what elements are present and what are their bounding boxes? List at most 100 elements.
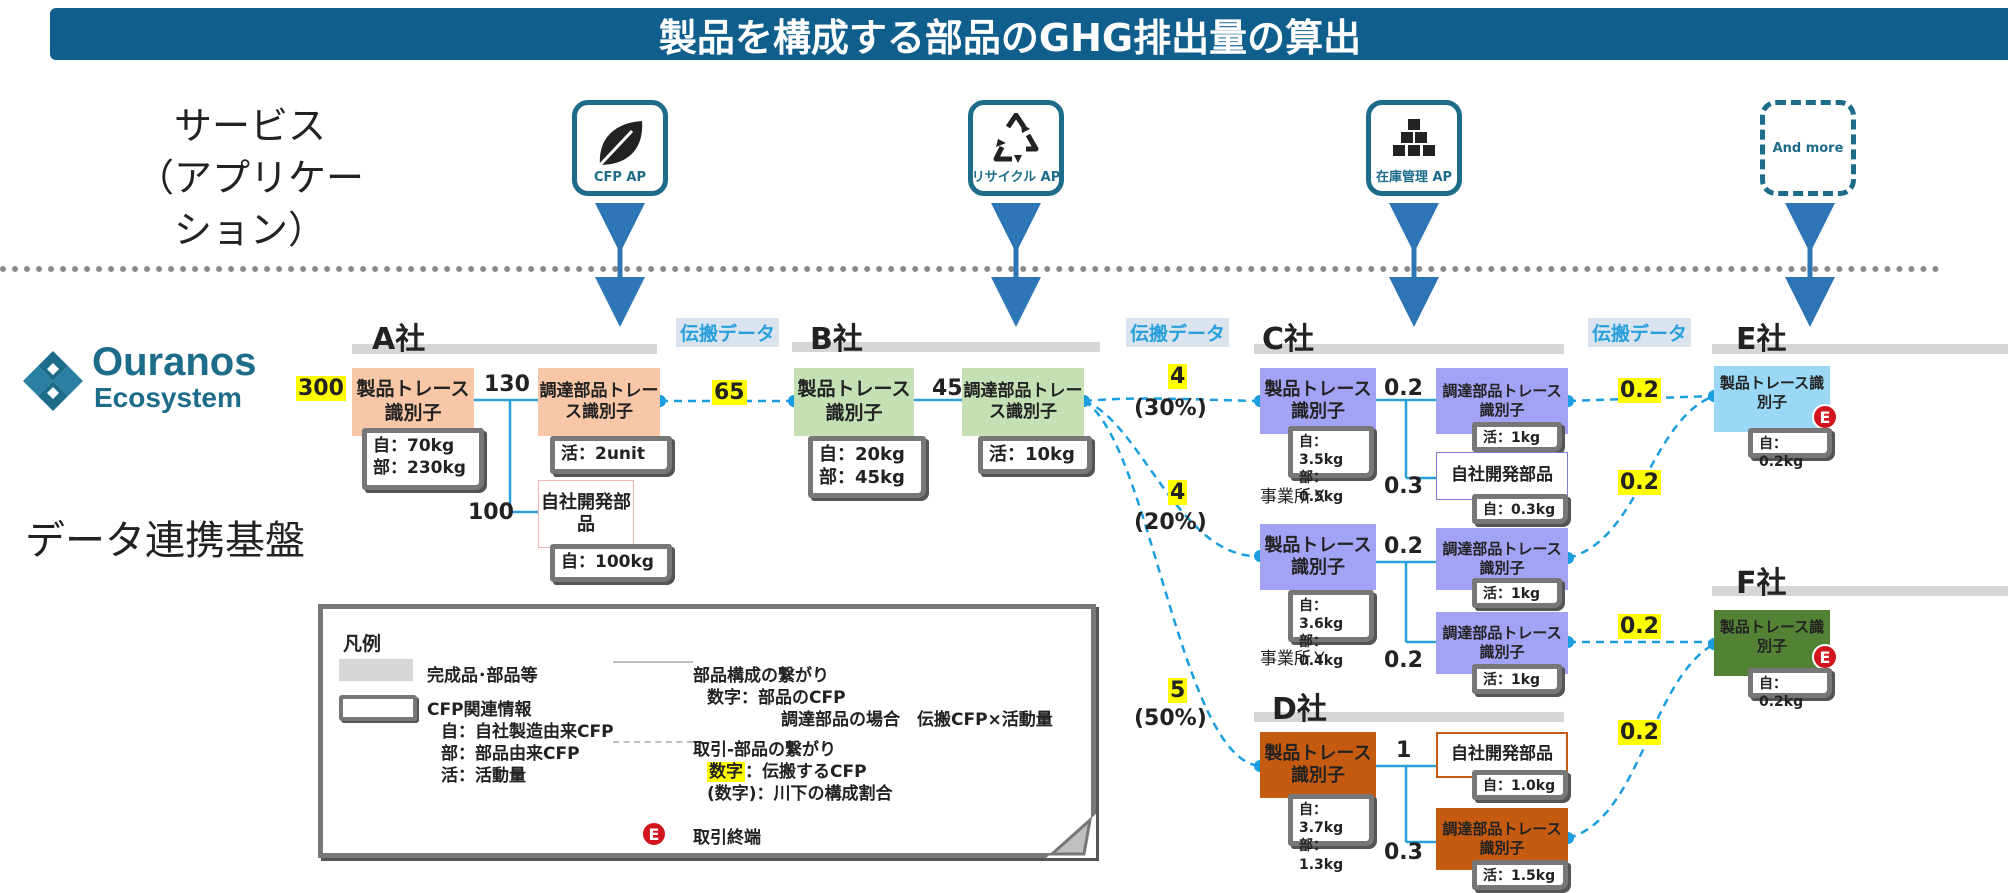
- e-trade-terminal-badge: E: [1812, 404, 1838, 430]
- legend-trade-num-text: ：伝搬するCFP: [745, 762, 867, 782]
- c-site-y-label: 事業所Ｙ: [1260, 649, 1328, 669]
- c-y-n2: 0.2: [1384, 648, 1423, 673]
- f-product-trace-id[interactable]: 製品トレース識別子: [1714, 610, 1830, 676]
- inventory-app-caption: 在庫管理 AP: [1375, 170, 1453, 185]
- b-n65: 65: [712, 380, 747, 405]
- a-own-part-cfp-own: 自：100kg: [561, 552, 654, 572]
- b-product-trace-id[interactable]: 製品トレース識別子: [794, 368, 914, 436]
- legend-bom-num2: 調達部品の場合 伝搬CFP×活動量: [781, 710, 1053, 730]
- company-f-name: F社: [1736, 566, 1787, 601]
- legend-panel: 凡例 完成品･部品等 CFP関連情報 自：自社製造由来CFP 部：部品由来CFP…: [318, 604, 1096, 858]
- company-b-name: B社: [810, 322, 863, 357]
- recycle-app-icon[interactable]: リサイクル AP: [968, 100, 1064, 196]
- flow-b-cx-value: 4: [1168, 364, 1188, 389]
- a-product-trace-id[interactable]: 製品トレース識別子: [352, 368, 474, 436]
- b-product-cfp-info: 自：20kg 部：45kg: [808, 436, 926, 498]
- recycle-app-caption: リサイクル AP: [971, 170, 1061, 185]
- logo-text-ecosystem: Ecosystem: [94, 382, 242, 413]
- f-cfp-own: 自：0.2kg: [1759, 676, 1804, 711]
- propagation-label-ce: 伝搬データ: [1588, 318, 1692, 347]
- c-x-own-part-cfp-info: 自：0.3kg: [1472, 494, 1568, 524]
- c-y-procured-trace-id-2[interactable]: 調達部品トレース識別子: [1436, 612, 1568, 674]
- a-own-part[interactable]: 自社開発部品: [538, 480, 634, 548]
- leaf-icon: [598, 121, 643, 167]
- a-product-cfp-own: 自：70kg: [373, 436, 455, 456]
- c-x-cfp-info: 自：3.5kg 部：0.5kg: [1288, 426, 1374, 505]
- flow-b-cx: 4: [1168, 364, 1188, 389]
- layer-divider: [0, 266, 1940, 272]
- a-product-cfp-part: 部：230kg: [373, 458, 466, 479]
- flow-b-d-value: 5: [1168, 678, 1188, 703]
- c-y-n1: 0.2: [1384, 534, 1423, 559]
- legend-cfp-info: CFP関連情報: [427, 700, 532, 720]
- e-product-trace-id[interactable]: 製品トレース識別子: [1714, 366, 1830, 432]
- cfp-app-icon[interactable]: CFP AP: [572, 100, 668, 196]
- recycle-icon: [993, 113, 1039, 163]
- legend-finished-swatch: [339, 659, 413, 681]
- d-procured-cfp-act: 活：1.5kg: [1483, 868, 1556, 884]
- a-own-part-cfp-info: 自：100kg: [550, 544, 672, 582]
- company-a-name: A社: [372, 322, 426, 357]
- data-platform-label: データ連携基盤: [25, 518, 305, 564]
- a-n130: 130: [484, 372, 530, 397]
- flow-c-e-1: 0.2: [1618, 378, 1661, 403]
- d-product-cfp-info: 自：3.7kg 部：1.3kg: [1288, 794, 1374, 873]
- flow-b-d: 5: [1168, 678, 1188, 703]
- legend-terminal: 取引終端: [693, 828, 761, 848]
- flow-b-cy-value: 4: [1168, 480, 1188, 505]
- d-procured-cfp-info: 活：1.5kg: [1472, 860, 1568, 890]
- propagation-label-ab: 伝搬データ: [676, 318, 780, 347]
- ouranos-logo: Ouranos Ecosystem: [22, 341, 282, 415]
- e-cfp-own: 自：0.2kg: [1759, 436, 1804, 471]
- d-procured-trace-id[interactable]: 調達部品トレース識別子: [1436, 808, 1568, 870]
- d-product-cfp-part: 部：1.3kg: [1299, 838, 1344, 873]
- cfp-app-caption: CFP AP: [593, 170, 647, 185]
- inventory-app-icon[interactable]: 在庫管理 AP: [1366, 100, 1462, 196]
- legend-own: 自：自社製造由来CFP: [441, 722, 614, 742]
- legend-cfp-swatch: [339, 695, 417, 721]
- legend-part: 部：部品由来CFP: [441, 744, 580, 764]
- f-trade-terminal-badge: E: [1812, 644, 1838, 670]
- flow-b-cx-ratio: (30%): [1134, 396, 1207, 421]
- legend-finished: 完成品･部品等: [427, 666, 538, 686]
- company-e-bar: [1712, 344, 2008, 354]
- flow-c-f-1: 0.2: [1618, 614, 1661, 639]
- company-a-bar: [352, 344, 657, 354]
- a-product-cfp-value: 300: [296, 376, 346, 401]
- c-y-product-trace-id[interactable]: 製品トレース識別子: [1260, 524, 1376, 590]
- f-cfp-info: 自：0.2kg: [1748, 668, 1832, 710]
- b-procured-cfp-info: 活：10kg: [978, 436, 1092, 474]
- legend-bom-num: 数字：部品のCFP: [707, 688, 846, 708]
- flow-c-e-2: 0.2: [1618, 470, 1661, 495]
- d-n1: 1: [1396, 738, 1412, 763]
- c-site-x-label: 事業所Ｘ: [1260, 487, 1328, 507]
- b-product-cfp-own: 自：20kg: [819, 444, 905, 465]
- c-x-cfp-part: 部：0.5kg: [1299, 470, 1344, 505]
- legend-act: 活：活動量: [441, 766, 526, 786]
- c-x-procured-cfp-act: 活：1kg: [1483, 430, 1541, 446]
- a-procured-trace-id[interactable]: 調達部品トレース識別子: [538, 368, 660, 436]
- b-incoming-cfp: 65: [712, 380, 747, 405]
- e-cfp-info: 自：0.2kg: [1748, 428, 1832, 470]
- legend-trade-num: 数字：伝搬するCFP: [707, 757, 867, 782]
- b-procured-trace-id[interactable]: 調達部品トレース識別子: [962, 368, 1084, 436]
- and-more-caption: And more: [1772, 140, 1844, 156]
- c-x-own-part[interactable]: 自社開発部品: [1436, 452, 1568, 500]
- flow-b-cy: 4: [1168, 480, 1188, 505]
- legend-trade-num-highlight: 数字: [707, 762, 745, 782]
- d-product-cfp-own: 自：3.7kg: [1299, 802, 1344, 837]
- a-procured-cfp-act: 活：2unit: [561, 444, 645, 464]
- ouranos-logo-icon: [23, 351, 83, 411]
- c-y-cfp-own: 自：3.6kg: [1299, 598, 1344, 633]
- flow-d-f-2: 0.2: [1618, 720, 1661, 745]
- legend-terminal-badge: E: [641, 821, 667, 847]
- service-label-line1: サービス: [173, 104, 326, 148]
- d-product-trace-id[interactable]: 製品トレース識別子: [1260, 732, 1376, 798]
- service-label: サービス （アプリケーション）: [120, 100, 380, 256]
- company-c-bar: [1254, 344, 1564, 354]
- company-b-bar: [792, 342, 1100, 352]
- company-d-name: D社: [1272, 692, 1327, 727]
- legend-page-curl: [1046, 814, 1096, 858]
- c-x-product-trace-id[interactable]: 製品トレース識別子: [1260, 368, 1376, 434]
- and-more-app-icon[interactable]: And more: [1760, 100, 1856, 196]
